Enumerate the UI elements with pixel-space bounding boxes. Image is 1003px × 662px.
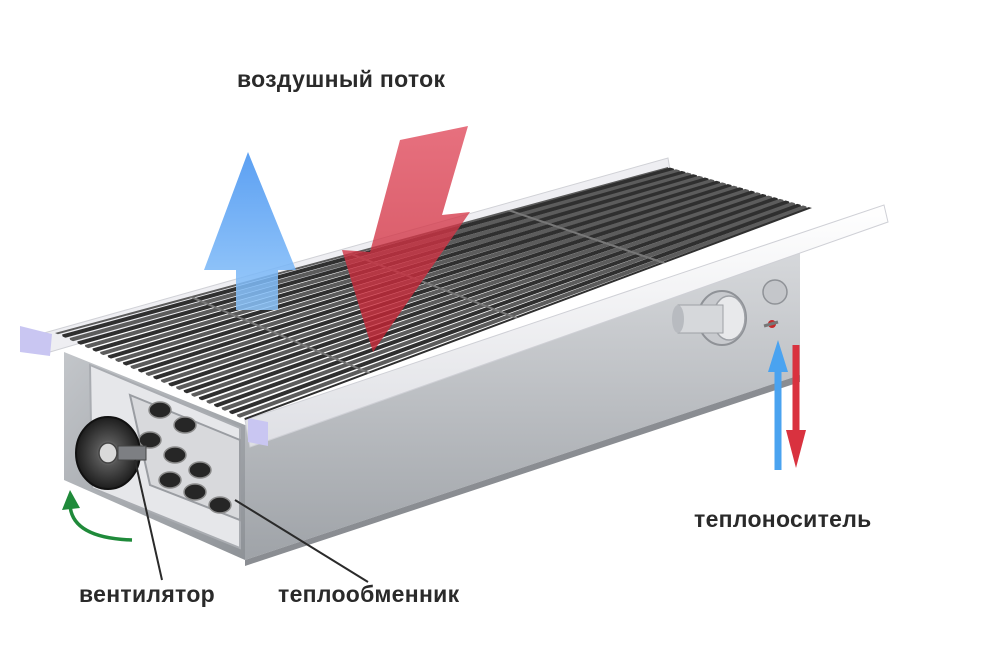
fan-rotation-curved-arrow-icon [68, 504, 133, 542]
warm-air-down-arrow-icon [342, 126, 470, 352]
grille-bar [236, 204, 807, 419]
end-cap-left [20, 326, 52, 356]
grille-bar [55, 167, 669, 335]
coolant-return-down-arrow-icon [786, 430, 806, 468]
coil-tube [183, 483, 207, 501]
exchanger-leader-line [234, 499, 369, 583]
grille-bar [206, 197, 784, 405]
coolant-supply-up-arrow-icon [768, 340, 788, 372]
grille-bar [153, 186, 744, 381]
housing-front-panel [245, 252, 800, 560]
grille-bar [145, 184, 738, 377]
grille-bar [244, 206, 812, 420]
cold-air-up-arrow-icon [204, 152, 296, 310]
coil-tube [163, 446, 187, 464]
coil-tube [188, 461, 212, 479]
grille-crossbar [189, 295, 371, 375]
linear-grille [55, 167, 812, 420]
grille-bar [213, 199, 790, 408]
heat-exchanger-label: теплообменник [278, 581, 460, 607]
end-cap-right [248, 418, 268, 446]
grille-bar [130, 181, 727, 370]
pipe-connector [672, 279, 788, 346]
grille-bar [138, 183, 732, 374]
heat-exchanger-coil [128, 393, 241, 522]
grille-crossbar [508, 209, 665, 265]
grille-bar [160, 188, 750, 384]
grille-bar [229, 202, 802, 415]
grille-bar [198, 196, 779, 402]
fan-wheel [75, 416, 147, 490]
airflow-label: воздушный поток [237, 66, 446, 92]
housing-bottom-edge [245, 375, 800, 566]
coil-tube [148, 401, 172, 419]
coil-tube [158, 471, 182, 489]
coil-tube [208, 496, 232, 514]
grille-bar [221, 201, 796, 412]
grille-bar [183, 192, 767, 395]
grille-bar [175, 191, 761, 391]
grille-bar [168, 189, 756, 388]
fan-leader-line [134, 459, 163, 581]
fan-label: вентилятор [79, 581, 216, 607]
coolant-flow-arrows [768, 340, 806, 470]
grille-bar [191, 194, 773, 398]
coil-tube [173, 416, 197, 434]
coolant-label: теплоноситель [694, 506, 872, 532]
